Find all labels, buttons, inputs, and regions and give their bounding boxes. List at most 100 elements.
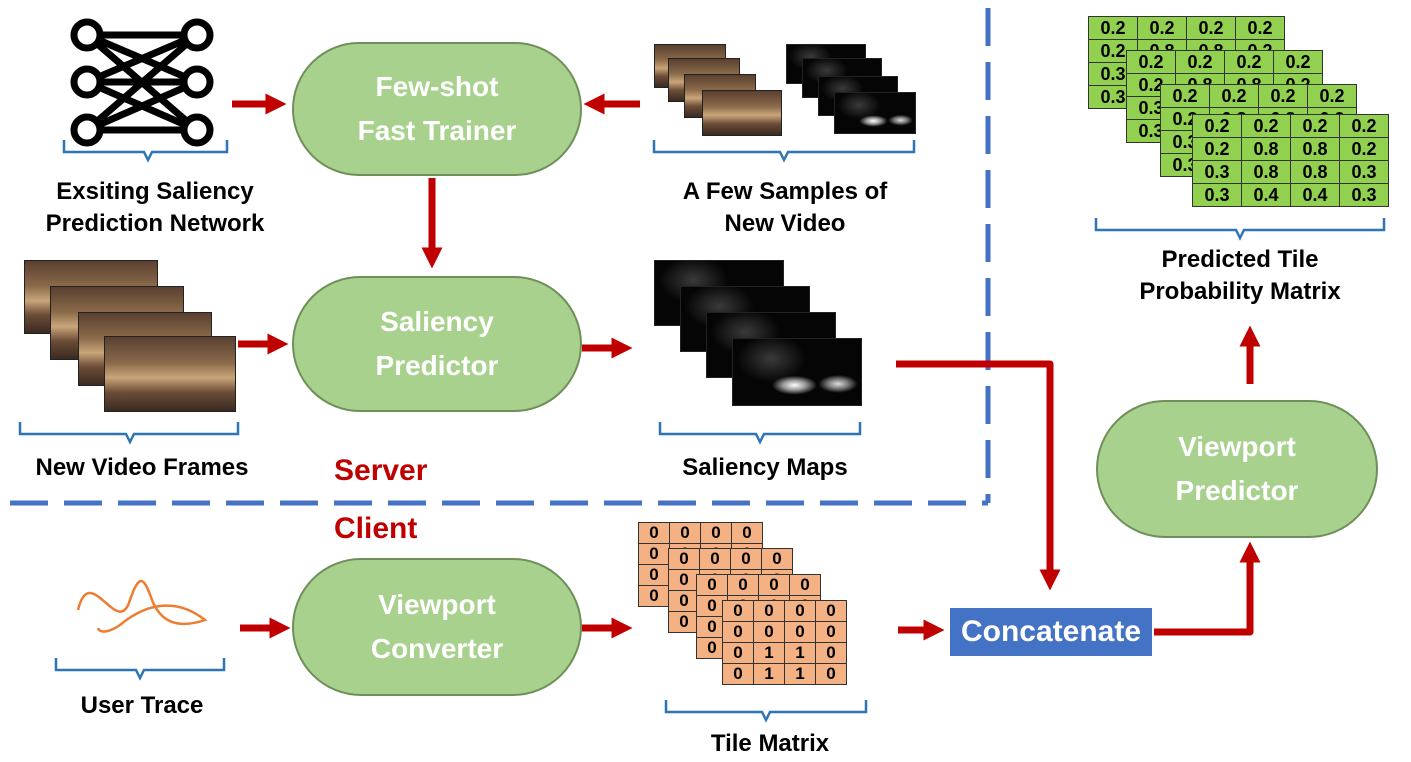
matrix-cell: 1 — [753, 663, 785, 685]
matrix-cell: 0.2 — [1273, 50, 1323, 74]
matrix-cell: 0 — [815, 663, 847, 685]
matrix-cell: 0.3 — [1192, 183, 1242, 207]
braces — [18, 140, 1386, 723]
matrix-cell: 0.3 — [1339, 160, 1389, 184]
matrix-cell: 0.2 — [1137, 16, 1187, 40]
matrix-cell: 1 — [753, 642, 785, 664]
matrix-cell: 0 — [784, 621, 816, 643]
matrix-cell: 0 — [761, 548, 793, 570]
neural-network-icon — [70, 18, 214, 147]
matrix-cell: 0 — [815, 600, 847, 622]
matrix-cell: 0 — [753, 600, 785, 622]
matrix-cell: 0 — [722, 621, 754, 643]
matrix-cell: 0.2 — [1258, 84, 1308, 108]
server-client-divider — [10, 8, 991, 506]
matrix-cell: 0 — [730, 548, 762, 570]
probability-matrix-label: Predicted Tile Probability Matrix — [1139, 246, 1341, 305]
matrix-cell: 0 — [696, 574, 728, 596]
matrix-cell: 0.2 — [1235, 16, 1285, 40]
frames-label: New Video Frames — [35, 454, 249, 481]
matrix-cell: 0.2 — [1241, 114, 1291, 138]
saliency-predictor-node: Saliency Predictor — [292, 276, 582, 412]
matrix-cell: 0 — [722, 600, 754, 622]
arrow-concat-to-viewport-predictor — [1154, 541, 1261, 636]
matrix-cell: 0.4 — [1241, 183, 1291, 207]
matrix-cell: 0 — [638, 564, 670, 586]
matrix-cell: 0.4 — [1290, 183, 1340, 207]
matrix-cell: 0.3 — [1192, 160, 1242, 184]
matrix-cell: 0 — [727, 574, 759, 596]
arrows — [232, 93, 1261, 641]
tile-matrix-label: Tile Matrix — [710, 730, 830, 757]
matrix-cell: 0.2 — [1339, 114, 1389, 138]
matrix-cell: 0 — [696, 637, 728, 659]
matrix-cell: 0 — [731, 522, 763, 544]
matrix-cell: 0.2 — [1339, 137, 1389, 161]
matrix-cell: 0 — [668, 611, 700, 633]
user-trace-curve — [76, 580, 208, 633]
matrix-cell: 0 — [696, 616, 728, 638]
matrix-cell: 1 — [784, 663, 816, 685]
server-region-label: Server — [334, 454, 428, 487]
matrix-cell: 0.2 — [1175, 50, 1225, 74]
matrix-cell: 0.2 — [1192, 137, 1242, 161]
matrix-cell: 0 — [700, 522, 732, 544]
matrix-cell: 0.2 — [1290, 114, 1340, 138]
matrix-cell: 0.2 — [1209, 84, 1259, 108]
matrix-cell: 0 — [696, 595, 728, 617]
samples-label: A Few Samples of New Video — [682, 178, 888, 237]
matrix-cell: 0 — [753, 621, 785, 643]
trace-label: User Trace — [80, 692, 204, 719]
matrix-cell: 0.8 — [1290, 137, 1340, 161]
matrix-cell: 0 — [815, 621, 847, 643]
arrow-maps-to-concat — [896, 360, 1061, 591]
viewport-predictor-node: Viewport Predictor — [1096, 400, 1378, 538]
matrix-cell: 0 — [722, 663, 754, 685]
matrix-cell: 0 — [668, 569, 700, 591]
matrix-cell: 0 — [699, 548, 731, 570]
client-region-label: Client — [334, 512, 418, 545]
maps-label: Saliency Maps — [682, 454, 848, 481]
matrix-cell: 0.3 — [1088, 62, 1138, 86]
matrix-cell: 0 — [638, 543, 670, 565]
matrix-cell: 0 — [815, 642, 847, 664]
matrix-cell: 0 — [668, 548, 700, 570]
matrix-cell: 0 — [789, 574, 821, 596]
matrix-cell: 0.8 — [1241, 137, 1291, 161]
few-shot-fast-trainer-node: Few-shot Fast Trainer — [292, 42, 582, 176]
concatenate-box: Concatenate — [950, 608, 1152, 656]
matrix-cell: 0 — [638, 522, 670, 544]
matrix-cell: 0.2 — [1160, 84, 1210, 108]
matrix-cell: 0.2 — [1088, 39, 1138, 63]
matrix-cell: 0 — [758, 574, 790, 596]
matrix-cell: 0 — [669, 522, 701, 544]
matrix-cell: 0.3 — [1339, 183, 1389, 207]
matrix-cell: 0 — [638, 585, 670, 607]
matrix-cell: 0.2 — [1088, 16, 1138, 40]
network-label: Exsiting Saliency Prediction Network — [45, 178, 265, 237]
matrix-cell: 0.8 — [1241, 160, 1291, 184]
matrix-cell: 0 — [784, 600, 816, 622]
matrix-cell: 0.2 — [1126, 50, 1176, 74]
matrix-cell: 0.2 — [1192, 114, 1242, 138]
matrix-cell: 0.8 — [1290, 160, 1340, 184]
matrix-cell: 0 — [722, 642, 754, 664]
matrix-cell: 0.2 — [1307, 84, 1357, 108]
